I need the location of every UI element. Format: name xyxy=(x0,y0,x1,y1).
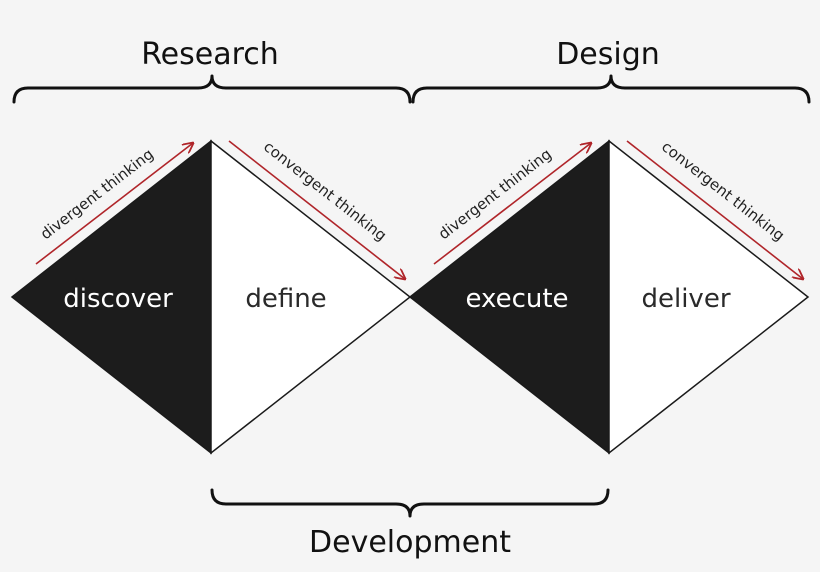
divergent-arrow-2 xyxy=(433,143,591,265)
deliver-label: deliver xyxy=(641,284,730,314)
execute-label: execute xyxy=(465,284,568,314)
convergent-arrow-2 xyxy=(626,140,803,279)
research-brace xyxy=(12,74,412,104)
define-label: define xyxy=(245,284,326,314)
diamond-execute-deliver: execute deliver divergent thinking conve… xyxy=(408,137,810,455)
define-quadrant xyxy=(210,139,412,455)
discover-label: discover xyxy=(63,284,173,314)
design-brace xyxy=(411,74,811,104)
research-label: Research xyxy=(141,37,279,72)
convergent-arrow-1 xyxy=(228,140,405,279)
development-label: Development xyxy=(309,525,511,560)
diamond-discover-define: discover define divergent thinking conve… xyxy=(10,137,412,455)
divergent-arrow-1 xyxy=(35,143,193,265)
development-brace xyxy=(210,488,610,518)
deliver-quadrant xyxy=(608,139,810,455)
design-label: Design xyxy=(556,37,660,72)
